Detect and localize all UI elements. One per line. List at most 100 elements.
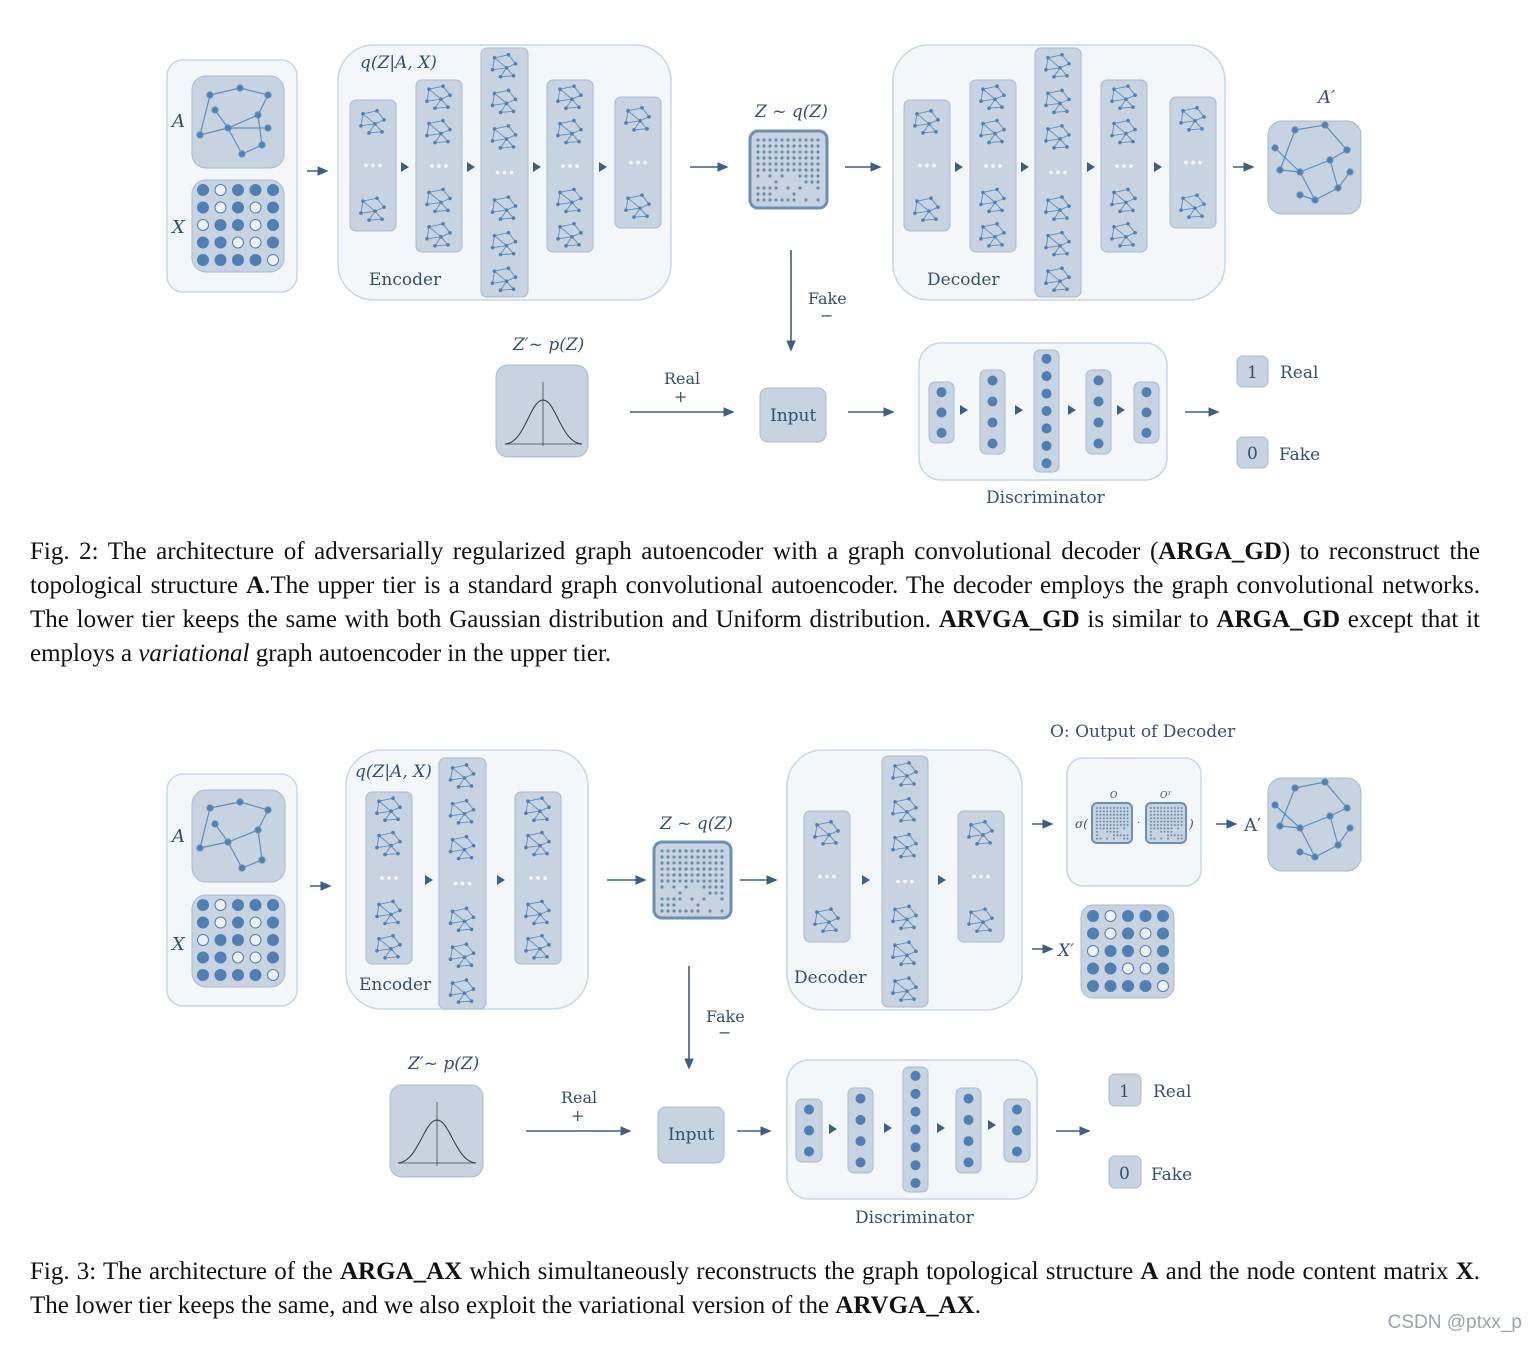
- graph-edge: [982, 192, 996, 203]
- matrix-dot: [1119, 813, 1122, 816]
- graph-edge: [980, 236, 996, 240]
- matrix-cell: [232, 219, 244, 231]
- graph-edge: [565, 98, 573, 109]
- graph-edge: [816, 911, 830, 923]
- arrow-head: [533, 162, 541, 172]
- matrix-dot: [1173, 810, 1176, 813]
- graph-edge: [557, 226, 561, 239]
- matrix-dot: [768, 156, 772, 160]
- graph-edge: [559, 120, 575, 125]
- matrix-dot: [762, 168, 766, 172]
- ellipsis-dot: [979, 874, 983, 879]
- graph-node: [821, 929, 825, 933]
- matrix-cell: [197, 201, 209, 214]
- graph-edge: [565, 133, 573, 143]
- matrix-dot: [1163, 807, 1166, 809]
- graph-node: [540, 899, 544, 904]
- matrix-dot: [768, 174, 772, 178]
- graph-edge: [426, 192, 430, 205]
- graph-node: [1133, 93, 1137, 97]
- neuron: [804, 1104, 814, 1115]
- graph-node: [498, 217, 503, 221]
- graph-edge: [892, 765, 896, 779]
- matrix-dot: [780, 150, 784, 154]
- graph-edge: [1053, 110, 1068, 113]
- matrix-dot: [1106, 807, 1109, 809]
- graph-node: [538, 947, 542, 951]
- matrix-cell: [197, 951, 209, 964]
- graph-node: [398, 839, 402, 844]
- neuron: [987, 438, 998, 449]
- matrix-dot: [690, 849, 694, 853]
- matrix-dot: [1167, 810, 1169, 813]
- graph-edge: [996, 189, 1005, 199]
- matrix-cell: [1104, 945, 1117, 957]
- graph-node: [899, 818, 903, 823]
- graph-node: [383, 852, 387, 857]
- graph-node: [359, 211, 363, 215]
- label-a: A: [170, 826, 185, 847]
- matrix-dot: [672, 849, 676, 853]
- graph-node: [391, 830, 395, 835]
- graph-edge: [533, 845, 541, 855]
- matrix-dot: [1170, 807, 1173, 809]
- matrix-dot: [684, 855, 688, 859]
- graph-edge: [452, 803, 465, 815]
- caption-bold: ARGA_GD: [1158, 538, 1282, 565]
- matrix-dot: [696, 909, 700, 913]
- graph-node: [645, 127, 649, 131]
- graph-node: [382, 205, 386, 209]
- graph-edge: [984, 908, 993, 919]
- graph-edge: [500, 103, 507, 113]
- graph-edge: [378, 832, 394, 837]
- graph-node: [907, 904, 911, 909]
- graph-edge: [500, 253, 514, 256]
- matrix-dot: [774, 144, 778, 148]
- graph-node: [1118, 140, 1122, 145]
- ellipsis-dot: [575, 164, 579, 168]
- graph-node: [462, 776, 467, 780]
- ellipsis-dot: [832, 874, 836, 879]
- graph-node: [624, 208, 628, 212]
- matrix-cell: [214, 219, 227, 231]
- matrix-cell: [1157, 945, 1169, 957]
- ellipsis-dot: [972, 874, 976, 879]
- mlp-layer: [847, 1087, 874, 1174]
- graph-edge: [1045, 271, 1049, 284]
- matrix-dot: [666, 879, 670, 883]
- graph-node: [570, 200, 574, 205]
- ellipsis-dot: [568, 164, 572, 168]
- matrix-dot: [696, 867, 700, 871]
- graph-edge: [573, 85, 582, 96]
- graph-edge: [450, 803, 453, 816]
- graph-edge: [892, 837, 896, 850]
- graph-node: [556, 202, 560, 207]
- matrix-dot: [768, 168, 772, 172]
- matrix-dot: [1167, 817, 1169, 820]
- graph-node: [975, 929, 979, 933]
- graph-node: [448, 231, 452, 235]
- graph-node: [511, 109, 516, 114]
- graph-node: [572, 222, 576, 226]
- matrix-dot: [684, 909, 688, 913]
- matrix-dot: [1160, 807, 1163, 809]
- matrix-dot: [702, 849, 706, 853]
- matrix-dot: [666, 867, 670, 871]
- graph-node: [492, 269, 497, 274]
- graph-node: [524, 949, 528, 953]
- graph-node: [492, 55, 497, 60]
- graph-node: [981, 87, 985, 91]
- graph-edge: [452, 767, 465, 779]
- matrix-dot: [672, 903, 676, 907]
- graph-node: [1110, 99, 1114, 103]
- matrix-dot: [768, 150, 772, 154]
- graph-edge: [1053, 288, 1068, 291]
- graph-node: [441, 222, 445, 226]
- matrix-dot: [798, 168, 802, 172]
- graph-node: [450, 766, 455, 770]
- mlp-layer: [955, 1087, 982, 1174]
- real-label: Real: [664, 369, 700, 388]
- matrix-dot: [780, 168, 784, 172]
- graph-edge: [494, 125, 509, 130]
- matrix-dot: [1123, 834, 1126, 837]
